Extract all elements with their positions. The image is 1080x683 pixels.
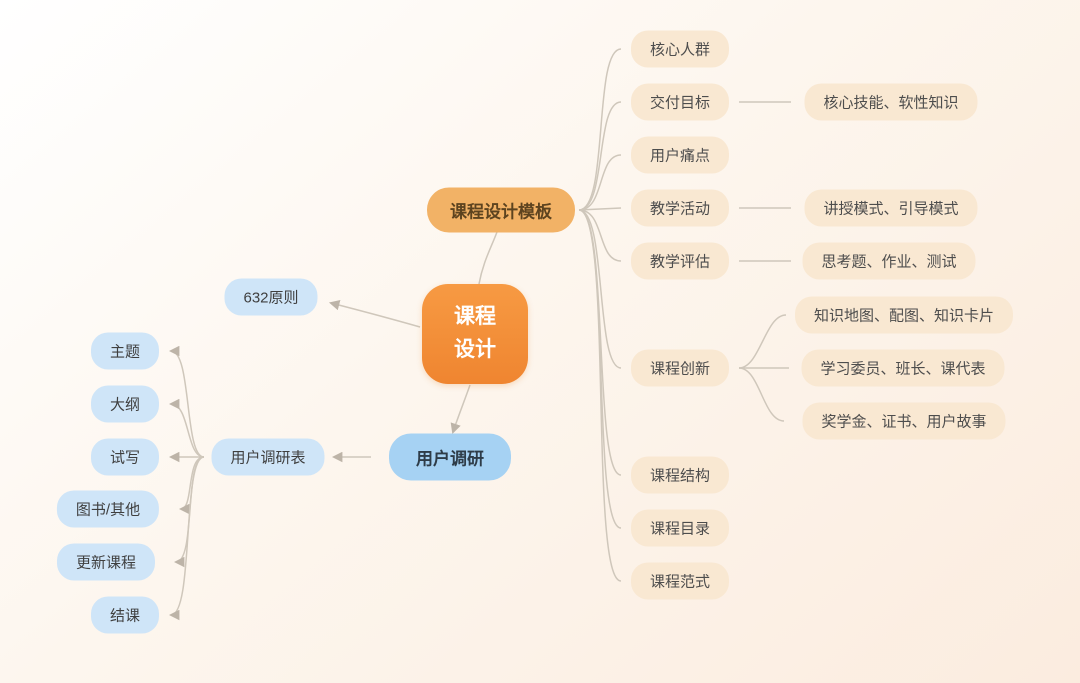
node-lecture-guided-modes[interactable]: 讲授模式、引导模式 <box>804 189 978 227</box>
node-knowledge-map-cards[interactable]: 知识地图、配图、知识卡片 <box>794 296 1014 334</box>
node-questions-homework-tests[interactable]: 思考题、作业、测试 <box>802 242 976 280</box>
node-course-catalog[interactable]: 课程目录 <box>630 509 730 547</box>
node-core-audience[interactable]: 核心人群 <box>630 30 730 68</box>
node-delivery-goals[interactable]: 交付目标 <box>630 83 730 121</box>
node-outline[interactable]: 大纲 <box>90 385 160 423</box>
node-course-paradigm[interactable]: 课程范式 <box>630 562 730 600</box>
node-user-research[interactable]: 用户调研 <box>389 433 511 481</box>
node-books-other[interactable]: 图书/其他 <box>56 490 160 528</box>
edge-group <box>168 48 791 621</box>
node-topic[interactable]: 主题 <box>90 332 160 370</box>
node-core-skills-soft-knowledge[interactable]: 核心技能、软性知识 <box>804 83 978 121</box>
node-scholarship-certificate-stories[interactable]: 奖学金、证书、用户故事 <box>802 402 1006 440</box>
node-course-structure[interactable]: 课程结构 <box>630 456 730 494</box>
node-teaching-evaluation[interactable]: 教学评估 <box>630 242 730 280</box>
node-user-research-form[interactable]: 用户调研表 <box>211 438 325 476</box>
node-user-pain-points[interactable]: 用户痛点 <box>630 136 730 174</box>
node-course-design-template[interactable]: 课程设计模板 <box>427 187 575 233</box>
root-label-line1: 课程 <box>454 305 496 329</box>
node-teaching-activities[interactable]: 教学活动 <box>630 189 730 227</box>
node-update-course[interactable]: 更新课程 <box>56 543 156 581</box>
root-label-line2: 设计 <box>454 338 496 361</box>
node-trial-writing[interactable]: 试写 <box>90 438 160 476</box>
node-course-innovation[interactable]: 课程创新 <box>630 349 730 387</box>
node-root[interactable]: 课程 设计 <box>422 284 528 384</box>
node-632-principle[interactable]: 632原则 <box>224 278 318 316</box>
node-class-roles[interactable]: 学习委员、班长、课代表 <box>801 349 1005 387</box>
node-course-end[interactable]: 结课 <box>90 596 160 634</box>
